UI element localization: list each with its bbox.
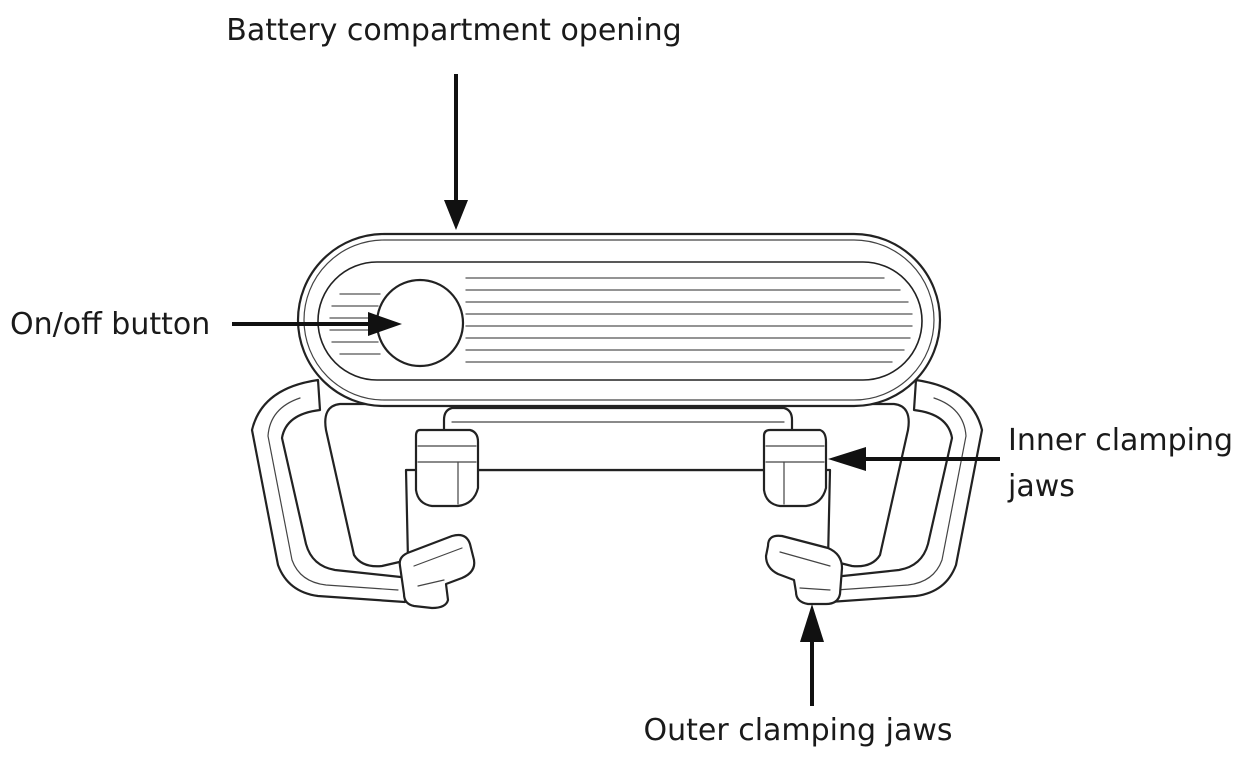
battery-arrow (444, 74, 468, 230)
battery-label: Battery compartment opening (226, 13, 681, 48)
outer-jaw-arrow (800, 604, 824, 706)
onoff-label: On/off button (10, 307, 210, 342)
onoff-arrow (232, 312, 402, 336)
inner-jaws-label-line1: Inner clamping (1008, 423, 1233, 458)
left-inner-jaw (414, 428, 480, 508)
left-outer-jaw (398, 533, 476, 610)
right-outer-jaw (764, 534, 844, 606)
inner-jaws-label-line2: jaws (1007, 469, 1075, 504)
ventilation-ribs (329, 277, 913, 363)
outer-jaws-label: Outer clamping jaws (643, 713, 952, 748)
inner-jaw-arrow (828, 447, 1000, 471)
right-inner-jaw (762, 428, 828, 508)
left-outer-arm (250, 378, 412, 604)
battery-unit (296, 232, 942, 408)
